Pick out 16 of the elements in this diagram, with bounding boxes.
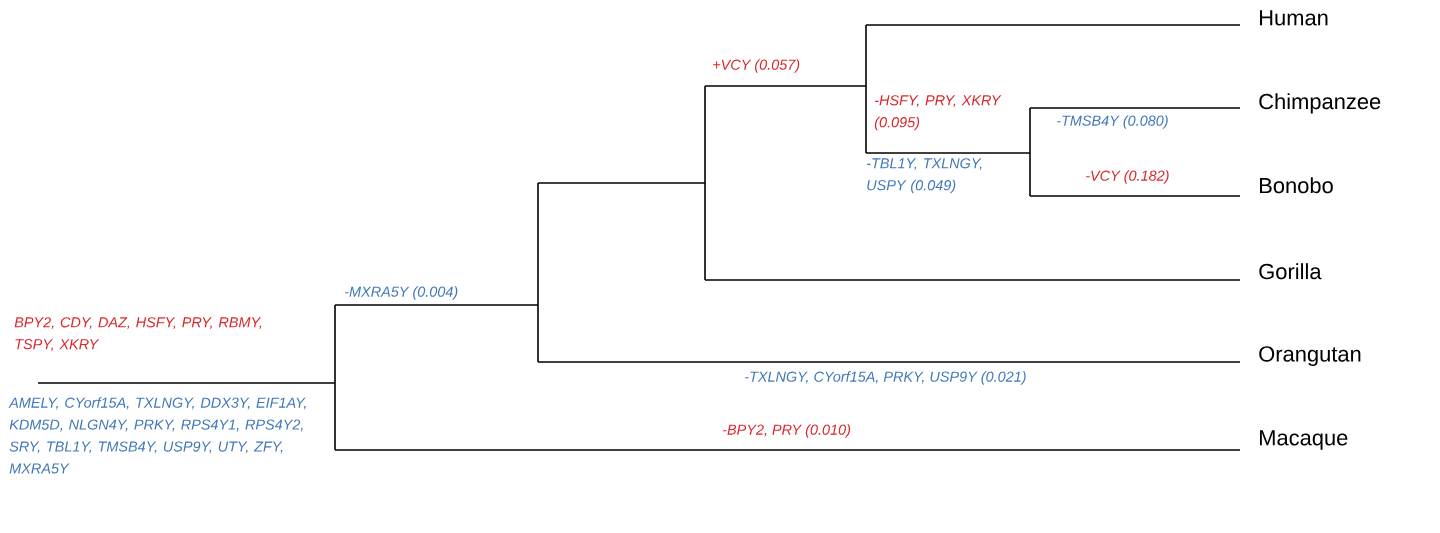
taxon-label: Gorilla [1259,263,1322,280]
taxon-label: Human [1260,10,1328,26]
gene-annotation: -HSFY, PRY, XKRY (0.095) [874,95,1002,131]
taxon-label: Orangutan [1259,346,1361,367]
taxon-label: Macaque [1260,430,1348,450]
gene-annotation: BPY2, CDY, DAZ, HSFY, PRY, RBMY, TSPY, XKRY [14,317,262,352]
gene-annotation: AMELY, CYorf15A, TXLNGY, DDX3Y, EIF1AY, KDM5D, NLGN4Y, PRKY, RPS4Y1, RPS4Y2, SRY, TBL1Y, TMSB4Y, USP9Y, UTY, ZFY, MXRA5Y [8,397,306,474]
gene-annotation: -TBL1Y, TXLNGY, USPY (0.049) [866,158,982,194]
gene-annotation: -VCY (0.182) [1085,170,1169,184]
gene-annotation: -TXLNGY, CYorf15A, PRKY, USP9Y (0.021) [744,371,1026,385]
gene-annotation: +VCY (0.057) [713,59,800,73]
gene-annotation: -BPY2, PRY (0.010) [722,424,851,438]
gene-annotation: -TMSB4Y (0.080) [1056,115,1168,129]
gene-annotation: -MXRA5Y (0.004) [344,286,458,300]
taxon-label: Chimpanzee [1259,93,1381,114]
taxon-label: Bonobo [1260,177,1333,194]
